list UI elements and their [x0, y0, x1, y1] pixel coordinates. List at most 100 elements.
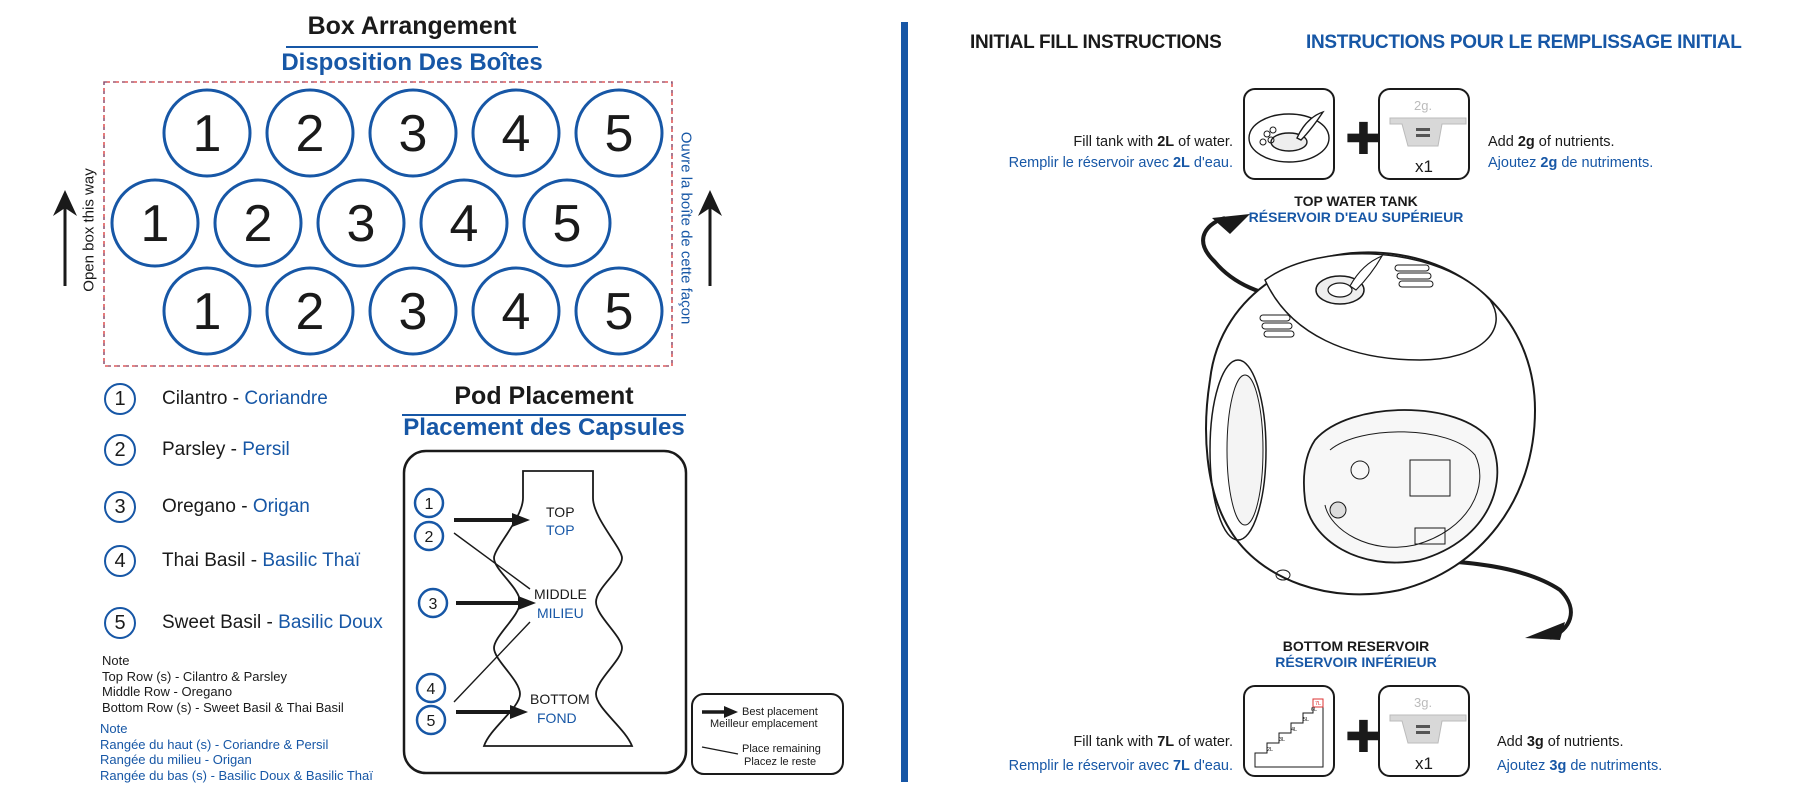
legend-sep: - [235, 496, 253, 517]
nutrient-scoop-icon: 2g. x1 [1389, 98, 1467, 176]
svg-text:4: 4 [427, 681, 436, 698]
legend-fr: Origan [252, 496, 310, 517]
top-nutrient-fr: Ajoutez 2g de nutriments. [1488, 153, 1653, 174]
bottom-nutrient-instruction: Add 3g of nutrients. Ajoutez 3g de nutri… [1497, 732, 1662, 777]
pod-number-2: 2 [413, 520, 445, 552]
pod-circle [522, 178, 612, 268]
legend-number: 3 [104, 491, 136, 523]
text: Add [1497, 734, 1527, 750]
pod-number: 4 [502, 283, 531, 341]
bottom-water-instruction: Fill tank with 7L of water. Remplir le r… [940, 732, 1233, 777]
pod-number: 1 [193, 105, 222, 163]
text-bold: 2g [1517, 134, 1535, 150]
step-label: 4L [1291, 727, 1297, 733]
pod-circle [316, 178, 406, 268]
pod-circle [162, 88, 252, 178]
note-line: Middle Row - Oregano [102, 684, 233, 699]
level-middle-en: MIDDLE [534, 586, 587, 602]
legend-en: Thai Basil [162, 550, 246, 571]
top-nutrient-card: 2g. x1 [1378, 88, 1470, 180]
pod-number: 3 [399, 283, 428, 341]
legend-item-thai-basil: 4 Thai Basil - Basilic Thaï [104, 542, 360, 580]
up-arrow-right-icon [698, 190, 722, 286]
text: of water. [1174, 134, 1233, 150]
bottom-nutrient-fr: Ajoutez 3g de nutriments. [1497, 756, 1662, 777]
open-box-left-label: Open box this way [80, 168, 98, 292]
step-label: 5L [1303, 717, 1309, 723]
text: de nutriments. [1566, 758, 1663, 774]
curved-arrow-bottom-icon [1525, 622, 1565, 640]
legend-item-parsley: 2 Parsley - Persil [104, 431, 290, 469]
notes-french: Note Rangée du haut (s) - Coriandre & Pe… [100, 721, 373, 783]
legend-fr: Basilic Doux [278, 612, 383, 633]
top-nutrient-en: Add 2g of nutrients. [1488, 132, 1653, 153]
label-en: BOTTOM RESERVOIR [1282, 638, 1430, 654]
pod-number: 1 [193, 283, 222, 341]
pod-number: 5 [553, 195, 582, 253]
top-tank-card [1243, 88, 1335, 180]
plus-icon: ✚ [1345, 115, 1382, 164]
legend-number: 2 [104, 434, 136, 466]
key-best-en: Best placement [742, 706, 818, 718]
svg-text:2: 2 [425, 529, 434, 546]
top-water-fr: Remplir le réservoir avec 2L d'eau. [940, 153, 1233, 174]
text-bold: 7L [1172, 758, 1190, 774]
box-pod-3-3: 3 [368, 266, 458, 356]
legend-number: 5 [104, 607, 136, 639]
pod-circle [368, 88, 458, 178]
text-bold: 3g [1549, 758, 1567, 774]
step-label: 7L [1315, 701, 1321, 707]
pod-number-1: 1 [413, 487, 445, 519]
legend-en: Parsley [162, 439, 226, 460]
panel-divider [901, 22, 908, 782]
pod-number: 3 [399, 105, 428, 163]
legend-fr: Coriandre [244, 388, 328, 409]
text-bold: 2g [1540, 155, 1558, 171]
pod-circle [471, 88, 561, 178]
text: Fill tank with [1073, 734, 1158, 750]
bottom-nutrient-card: 3g. x1 [1378, 685, 1470, 777]
curved-arrow-top-icon [1212, 214, 1250, 234]
pod-circle [110, 178, 200, 268]
key-best-fr: Meilleur emplacement [710, 718, 818, 730]
pod-circle [265, 266, 355, 356]
box-arrangement-subtitle: Disposition Des Boîtes [281, 49, 543, 76]
level-top-fr: TOP [546, 522, 575, 538]
count-label: x1 [1415, 157, 1433, 176]
box-pod-3-4: 4 [471, 266, 561, 356]
text: of water. [1174, 734, 1233, 750]
legend-fr: Persil [242, 439, 290, 460]
pod-number: 3 [347, 195, 376, 253]
note-line: Rangée du bas (s) - Basilic Doux & Basil… [100, 767, 373, 783]
text: Remplir le réservoir avec [1008, 758, 1173, 774]
legend-item-oregano: 3 Oregano - Origan [104, 488, 310, 526]
box-pod-1-4: 4 [471, 88, 561, 178]
scoop-label: 3g. [1414, 695, 1432, 710]
box-pod-2-4: 4 [419, 178, 509, 268]
pod-number-3: 3 [417, 587, 449, 619]
top-water-instruction: Fill tank with 2L of water. Remplir le r… [940, 132, 1233, 174]
best-arrow-top [454, 513, 530, 527]
key-remaining-fr: Placez le reste [744, 756, 816, 768]
text-bold: 3g [1526, 734, 1544, 750]
placement-key: Best placement Meilleur emplacement Plac… [691, 693, 844, 775]
garden-device-illustration [1201, 214, 1573, 640]
pod-circle [574, 88, 664, 178]
bottom-tank-label: BOTTOM RESERVOIR RÉSERVOIR INFÉRIEUR [1236, 638, 1476, 670]
open-box-right-label: Ouvre la boîte de cette façon [677, 131, 695, 325]
box-pod-1-5: 5 [574, 88, 664, 178]
text: de nutriments. [1557, 155, 1654, 171]
pod-number-5: 5 [415, 704, 447, 736]
pod-number: 1 [141, 195, 170, 253]
pod-number: 5 [605, 105, 634, 163]
pod-circle [368, 266, 458, 356]
note-line: Rangée du milieu - Origan [100, 752, 252, 767]
label-fr: RÉSERVOIR D'EAU SUPÉRIEUR [1248, 209, 1464, 225]
scoop-label: 2g. [1414, 98, 1432, 113]
pod-circle [213, 178, 303, 268]
level-bottom-en: BOTTOM [530, 691, 590, 707]
